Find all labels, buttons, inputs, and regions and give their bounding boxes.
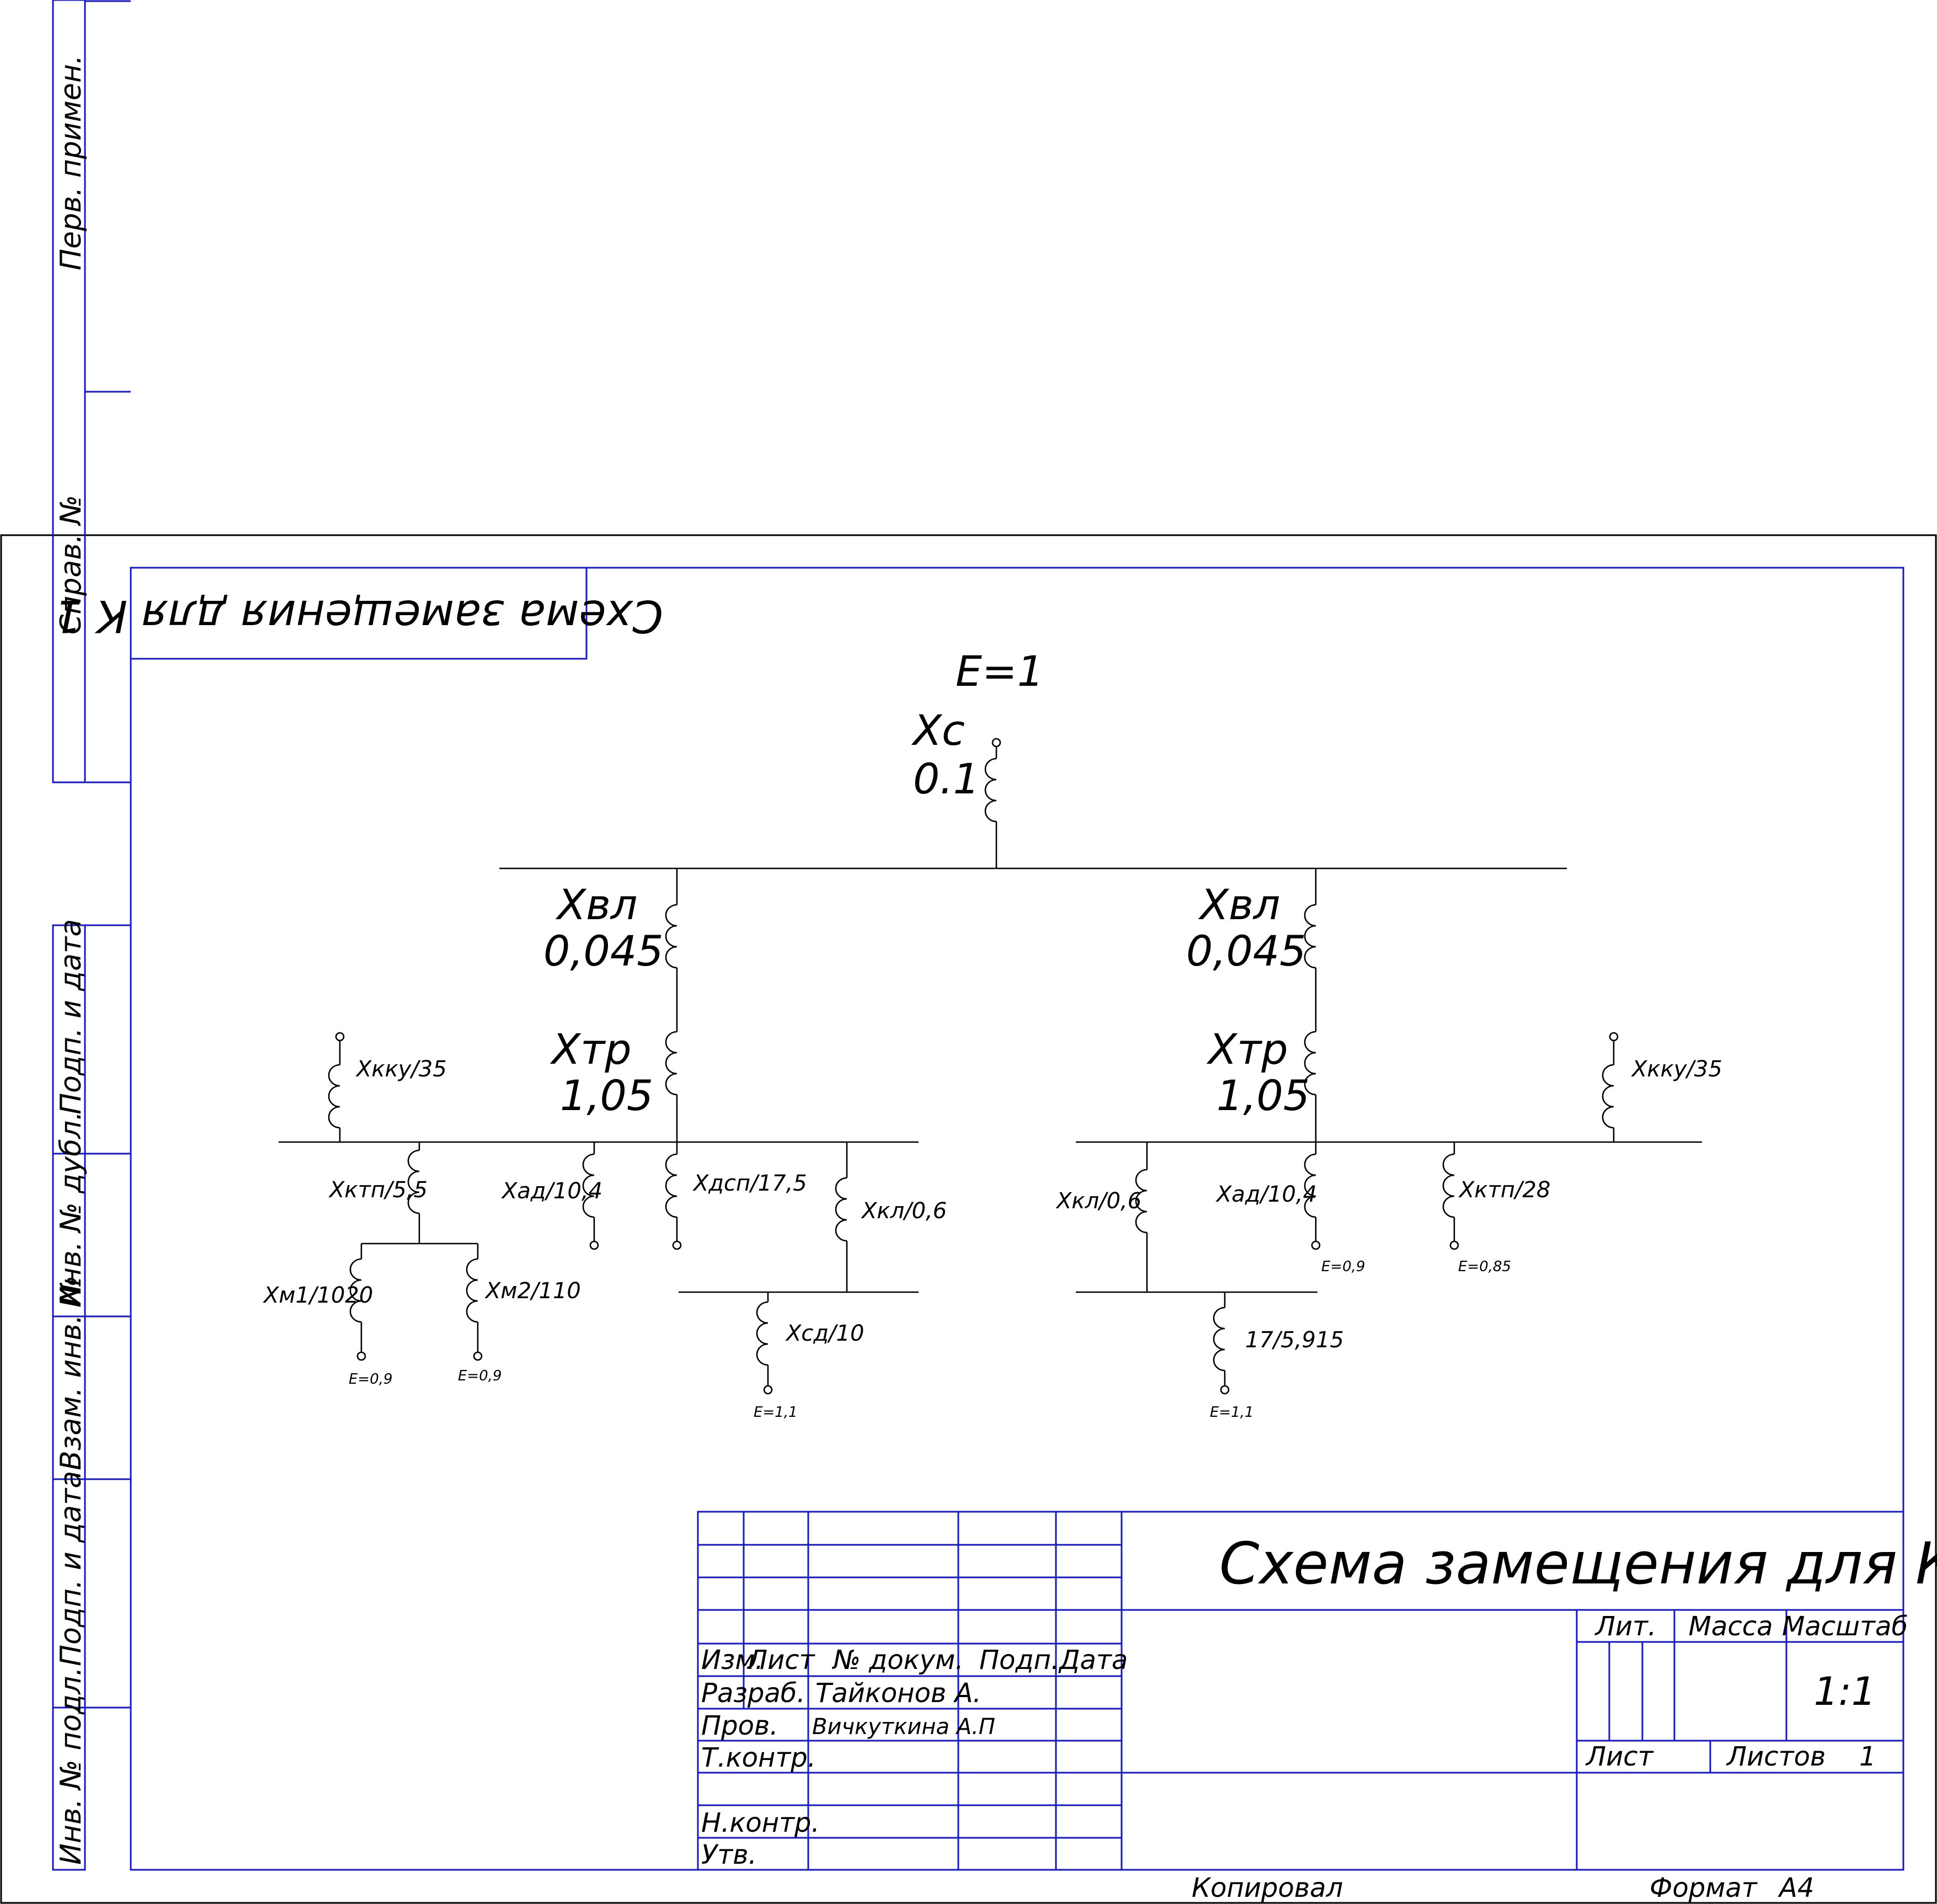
label-e-load: E=1,1 xyxy=(1210,1404,1254,1421)
label-load: 17/5,915 xyxy=(1245,1327,1344,1353)
ad-left-terminal xyxy=(589,1240,599,1250)
xkku-left-inductor xyxy=(328,1064,341,1129)
label-xktp-right: Xктп/28 xyxy=(1458,1177,1550,1203)
xvl-right-inductor xyxy=(1304,904,1317,969)
label-xdsp: Xдсп/17,5 xyxy=(692,1171,807,1196)
mirrored-title-box: Схема замещения для К 1 xyxy=(54,567,663,660)
role-prov: Пров. xyxy=(701,1710,778,1741)
label-xkku-right: Xкку/35 xyxy=(1631,1057,1722,1082)
name-razrab: Тайконов А. xyxy=(815,1678,981,1709)
xc-inductor xyxy=(984,758,997,823)
label-xm2: Xм2/110 xyxy=(484,1278,581,1304)
label-e-ad-right: E=0,9 xyxy=(1321,1258,1365,1275)
side-margin xyxy=(52,0,131,1871)
label-xtr-right-name: Xтр xyxy=(1206,1025,1288,1074)
label-xvl-left-name: Xвл xyxy=(555,880,637,929)
xkku-right-inductor xyxy=(1602,1064,1615,1129)
xkl-left-inductor xyxy=(835,1177,848,1242)
label-source-emf: E=1 xyxy=(956,647,1044,696)
label-xtr-right-value: 1,05 xyxy=(1216,1071,1310,1120)
name-prov: Вичкуткина А.П xyxy=(812,1714,995,1740)
load-inductor xyxy=(1213,1306,1226,1372)
m1-terminal xyxy=(356,1351,366,1361)
mirrored-title: Схема замещения для К 1 xyxy=(54,590,663,642)
label-sprav-no: Справ. № xyxy=(55,495,88,634)
hdr-data: Дата xyxy=(1058,1645,1128,1676)
label-xc-name: Xc xyxy=(911,706,965,755)
drawing-title: Схема замещения для К 1 xyxy=(1219,1530,1937,1597)
label-podp-data-2: Подп. и дата xyxy=(55,1471,88,1666)
hdr-no-dokum: № докум. xyxy=(831,1645,964,1676)
equivalent-circuit xyxy=(279,738,1702,1395)
sheet-label: Лист xyxy=(1585,1741,1655,1772)
label-xsd: Xсд/10 xyxy=(785,1321,864,1346)
sheets-count: 1 xyxy=(1859,1741,1876,1772)
kku-right-terminal xyxy=(1609,1032,1619,1042)
label-xm1: Xм1/1020 xyxy=(263,1283,373,1308)
kku-left-terminal xyxy=(335,1032,345,1042)
label-vzam-inv-no: Взам. инв. № xyxy=(55,1276,88,1470)
sd-terminal xyxy=(763,1385,773,1395)
label-xvl-right-name: Xвл xyxy=(1198,880,1280,929)
outer-sheet-border xyxy=(0,534,1937,1904)
label-podp-data-1: Подп. и дата xyxy=(55,919,88,1114)
label-perv-primen: Перв. примен. xyxy=(55,55,88,270)
hdr-podp: Подп. xyxy=(979,1645,1059,1676)
label-e-sd: E=1,1 xyxy=(754,1404,798,1421)
footer-copied: Копировал xyxy=(1192,1873,1343,1903)
label-xad-left: Xад/10,4 xyxy=(501,1178,602,1204)
source-terminal xyxy=(991,738,1001,748)
scale-value: 1:1 xyxy=(1814,1669,1876,1714)
label-e-ktp-right: E=0,85 xyxy=(1458,1258,1511,1275)
load-terminal xyxy=(1220,1385,1230,1395)
lit-header: Лит. xyxy=(1594,1611,1657,1642)
footer-format-value: А4 xyxy=(1778,1873,1814,1903)
role-t-kontr: Т.контр. xyxy=(701,1742,816,1773)
label-xkl-left: Xкл/0,6 xyxy=(861,1198,947,1224)
hdr-izm: Изм. xyxy=(701,1645,764,1676)
sheets-label: Листов xyxy=(1726,1741,1826,1772)
label-inv-no-dubl: Инв. № дубл. xyxy=(55,1111,88,1308)
label-xtr-left-name: Xтр xyxy=(549,1025,632,1074)
hdr-list: Лист xyxy=(746,1645,816,1676)
title-block-grid xyxy=(697,1511,1904,1871)
label-xc-value: 0.1 xyxy=(913,754,980,803)
label-xvl-left-value: 0,045 xyxy=(543,926,664,975)
label-e-m2: E=0,9 xyxy=(458,1368,502,1384)
footer-format-label: Формат xyxy=(1650,1873,1758,1903)
label-xkku-left: Xкку/35 xyxy=(355,1057,447,1082)
role-utv: Утв. xyxy=(701,1839,757,1870)
xdsp-inductor xyxy=(665,1153,678,1218)
label-xad-right: Xад/10,4 xyxy=(1215,1182,1317,1207)
xtr-left-inductor xyxy=(665,1031,678,1096)
label-xktp-left: Xктп/5,5 xyxy=(328,1177,428,1203)
xvl-left-inductor xyxy=(665,904,678,969)
m2-terminal xyxy=(473,1351,483,1361)
masshtab-header: Масштаб xyxy=(1782,1611,1908,1642)
xsd-inductor xyxy=(756,1301,769,1366)
xktp-right-inductor xyxy=(1442,1153,1455,1218)
role-razrab: Разраб. xyxy=(701,1678,805,1709)
label-e-m1: E=0,9 xyxy=(349,1371,393,1388)
massa-header: Масса xyxy=(1688,1611,1773,1642)
role-n-kontr: Н.контр. xyxy=(701,1807,820,1838)
xm2-inductor xyxy=(466,1258,479,1323)
ad-right-terminal xyxy=(1311,1240,1321,1250)
label-xkl-right: Xкл/0,6 xyxy=(1055,1188,1141,1214)
label-xtr-left-value: 1,05 xyxy=(560,1071,653,1120)
dsp-terminal xyxy=(672,1240,682,1250)
ktp-right-terminal xyxy=(1449,1240,1459,1250)
label-inv-no-podl: Инв. № подл. xyxy=(55,1667,88,1865)
label-xvl-right-value: 0,045 xyxy=(1186,926,1306,975)
